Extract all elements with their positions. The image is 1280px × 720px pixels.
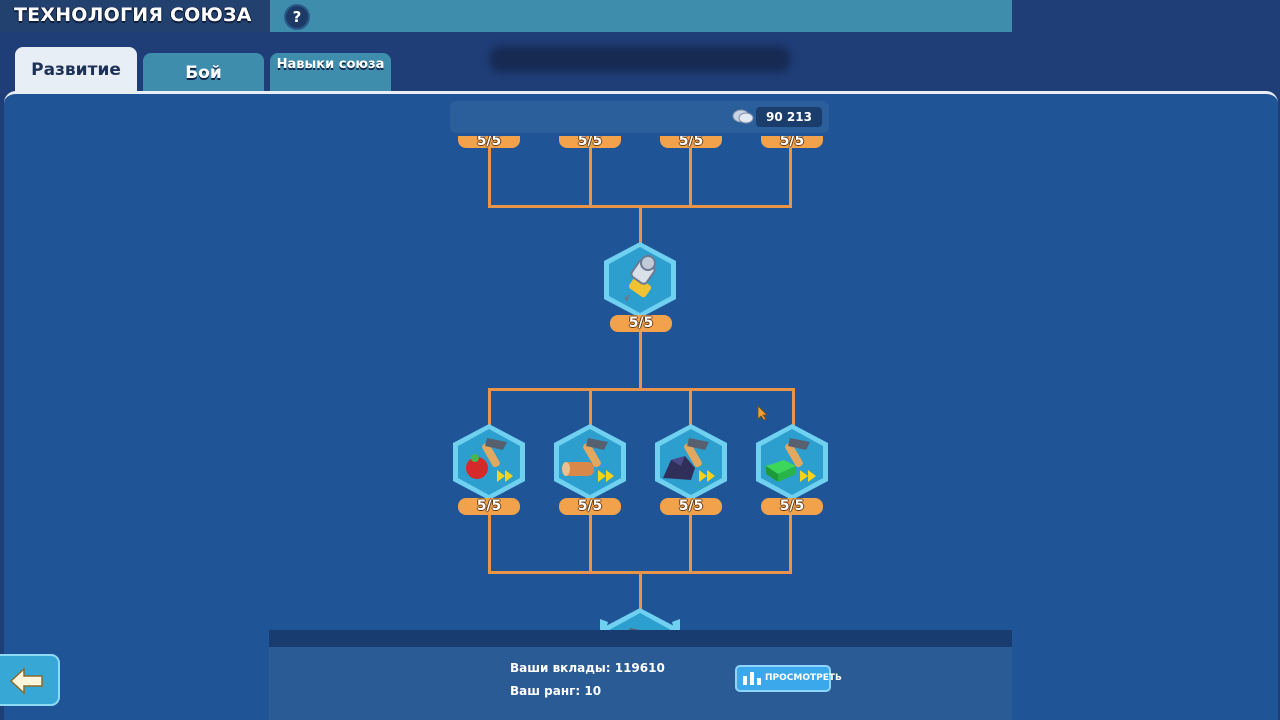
connector-line	[488, 388, 795, 391]
connector-line	[639, 205, 642, 243]
view-button-label: ПРОСМОТРЕТЬ	[765, 673, 842, 683]
tech-node-wood-gather[interactable]	[550, 422, 630, 502]
connector-line	[589, 514, 592, 574]
tech-level-badge[interactable]: 5/5	[761, 498, 823, 515]
connector-line	[488, 514, 491, 574]
rank-text: Ваш ранг: 10	[510, 684, 602, 698]
tech-level-badge[interactable]: 5/5	[660, 498, 722, 515]
back-button[interactable]	[0, 654, 60, 706]
currency-value: 90 213	[756, 107, 822, 127]
stone-gather-icon	[663, 438, 715, 482]
drill-icon	[624, 255, 656, 302]
connector-line	[488, 148, 491, 208]
tech-level-badge[interactable]: 5/5	[610, 315, 672, 332]
tech-level-badge[interactable]: 5/5	[660, 136, 722, 148]
tech-node-stone-gather[interactable]	[651, 422, 731, 502]
help-button[interactable]: ?	[284, 4, 310, 30]
tech-node-food-gather[interactable]	[449, 422, 529, 502]
tech-level-badge[interactable]: 5/5	[559, 136, 621, 148]
contribution-text: Ваши вклады: 119610	[510, 661, 665, 675]
blurred-banner	[490, 46, 790, 72]
connector-line	[589, 148, 592, 208]
ore-gather-icon	[766, 438, 816, 482]
tab-development[interactable]: Развитие	[15, 47, 137, 93]
connector-line	[689, 514, 692, 574]
connector-line	[689, 388, 692, 428]
silver-coins-icon	[732, 109, 754, 124]
view-button[interactable]: ПРОСМОТРЕТЬ	[735, 665, 842, 692]
footer-shadow	[269, 630, 1012, 647]
connector-line	[639, 331, 642, 390]
connector-line	[789, 514, 792, 574]
contribution-footer: Ваши вклады: 119610 Ваш ранг: 10 ПРОСМОТ…	[269, 647, 1012, 720]
tech-level-badge[interactable]: 5/5	[458, 136, 520, 148]
tech-level-badge[interactable]: 5/5	[458, 498, 520, 515]
connector-line	[792, 388, 795, 428]
connector-line	[689, 148, 692, 208]
page-title: ТЕХНОЛОГИЯ СОЮЗА	[14, 4, 252, 26]
title-area: ТЕХНОЛОГИЯ СОЮЗА	[0, 0, 270, 32]
connector-line	[589, 388, 592, 428]
tech-node-ore-gather[interactable]	[752, 422, 832, 502]
cursor-icon	[757, 405, 768, 421]
connector-line	[639, 571, 642, 611]
bar-chart-icon	[743, 672, 761, 685]
connector-line	[789, 148, 792, 208]
tab-alliance-skills[interactable]: Навыки союза	[270, 53, 391, 93]
arrow-left-icon	[10, 668, 43, 694]
tab-combat[interactable]: Бой	[143, 53, 264, 93]
connector-line	[488, 388, 491, 428]
wood-gather-icon	[562, 438, 614, 482]
tech-node-drill[interactable]	[600, 240, 680, 320]
tech-level-badge[interactable]: 5/5	[559, 498, 621, 515]
food-gather-icon	[466, 438, 513, 482]
tech-level-badge[interactable]: 5/5	[761, 136, 823, 148]
currency-bar: 90 213	[450, 101, 829, 133]
